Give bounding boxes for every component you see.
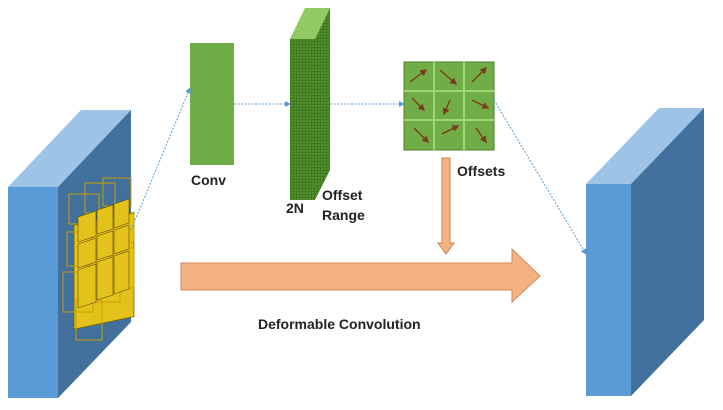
offsets-label: Offsets	[457, 163, 506, 179]
conv-label: Conv	[191, 172, 226, 188]
deformable-convolution-arrow	[180, 247, 541, 304]
offset-label: Offset	[322, 187, 363, 203]
two-n-label: 2N	[286, 200, 304, 216]
offsets-grid	[403, 61, 495, 151]
offset-range-layer	[290, 8, 330, 200]
connector-lines	[130, 87, 587, 255]
sampling-grid	[62, 177, 135, 341]
range-label: Range	[322, 207, 365, 223]
offsets-down-arrow	[437, 157, 455, 255]
conv-layer	[190, 43, 234, 165]
deformable-convolution-label: Deformable Convolution	[258, 316, 421, 332]
output-feature-map	[586, 108, 704, 396]
